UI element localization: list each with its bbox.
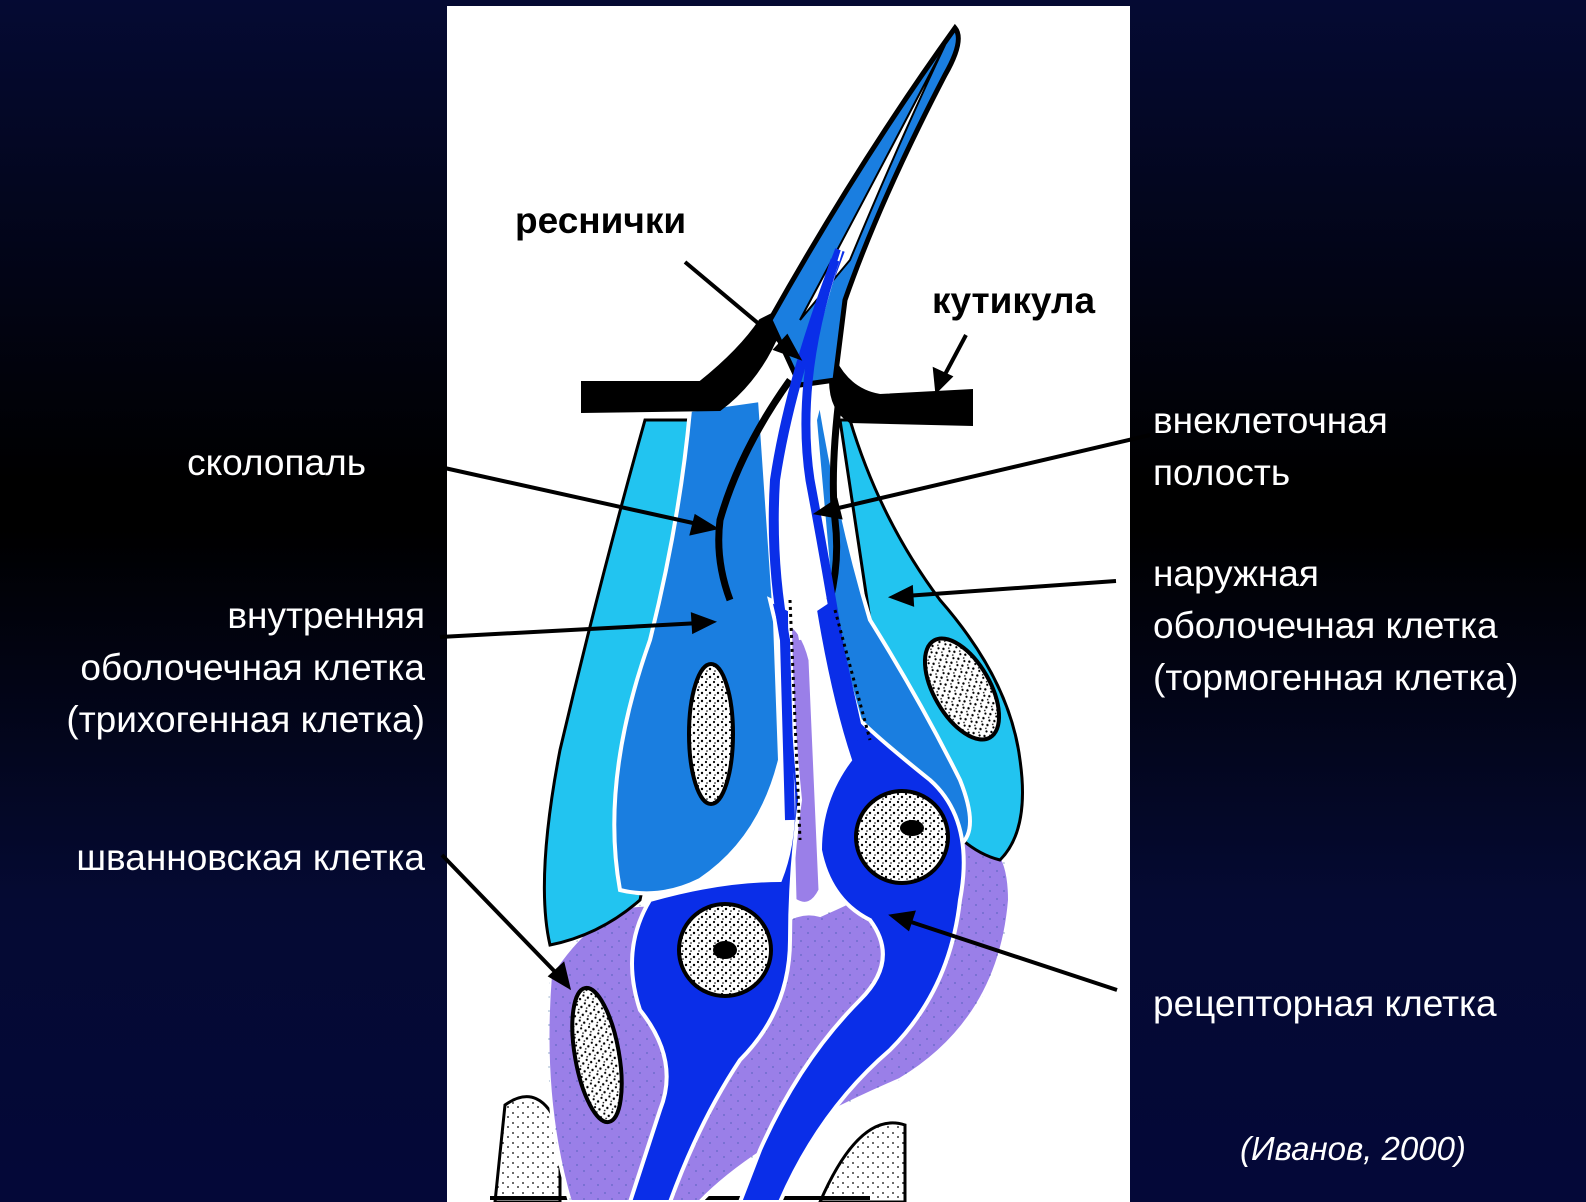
label-inner-line-3: (трихогенная клетка) — [10, 694, 425, 746]
label-schwann-cell: шванновская клетка — [10, 832, 425, 884]
label-cuticle: кутикула — [932, 280, 1095, 322]
label-extracellular-line-2: полость — [1153, 447, 1388, 499]
label-cilia: реснички — [515, 200, 686, 242]
label-outer-line-2: оболочечная клетка — [1153, 600, 1518, 652]
receptor-nucleus-2 — [856, 791, 948, 883]
label-inner-line-1: внутренняя — [10, 590, 425, 642]
label-extracellular-line-1: внеклеточная — [1153, 395, 1388, 447]
label-extracellular-cavity: внеклеточная полость — [1153, 395, 1388, 499]
label-outer-sheath-cell: наружная оболочечная клетка (тормогенная… — [1153, 548, 1518, 704]
label-inner-sheath-cell: внутренняя оболочечная клетка (трихогенн… — [10, 590, 425, 746]
label-outer-line-3: (тормогенная клетка) — [1153, 652, 1518, 704]
inner-sheath-nucleus — [689, 664, 733, 804]
label-outer-line-1: наружная — [1153, 548, 1518, 600]
label-inner-line-2: оболочечная клетка — [10, 642, 425, 694]
label-receptor-cell: рецепторная клетка — [1153, 978, 1497, 1030]
label-scolopale: сколопаль — [160, 437, 366, 489]
citation: (Иванов, 2000) — [1240, 1130, 1466, 1168]
